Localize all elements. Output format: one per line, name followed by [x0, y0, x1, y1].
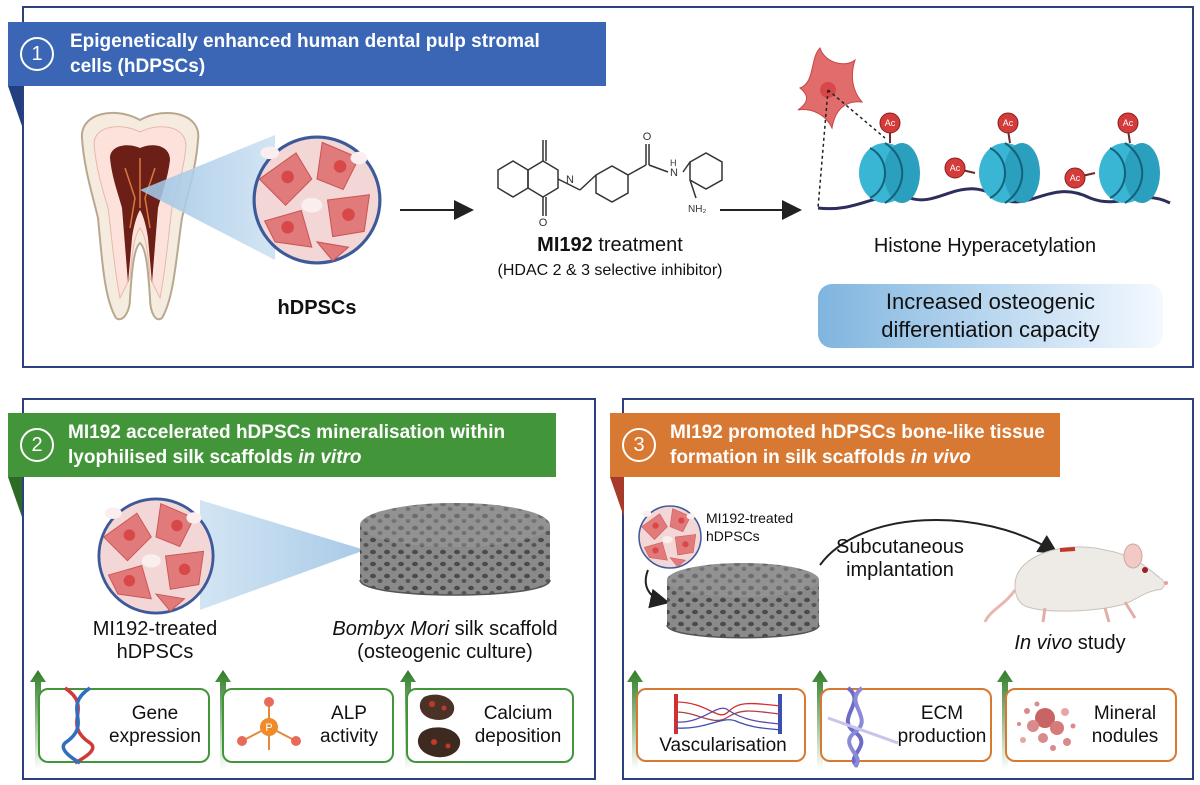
ac-label: Ac — [1003, 118, 1014, 128]
silk-scaffold-icon — [666, 563, 820, 639]
silk-scaffold-icon — [359, 503, 551, 596]
panel-1-banner-tail — [8, 86, 22, 126]
drug-suffix: treatment — [592, 234, 683, 256]
svg-text:H: H — [670, 158, 677, 168]
phosphate-icon: P — [237, 697, 301, 750]
calcium-deposition-box: Calcium deposition — [406, 688, 574, 763]
panel-1-number: 1 — [20, 37, 54, 71]
capacity-callout — [818, 284, 1163, 348]
vascularisation-label: Vascularisation — [659, 735, 787, 756]
arrow-to-drug — [400, 200, 474, 220]
blood-vessel-icon — [674, 694, 782, 734]
svg-text:O: O — [643, 131, 652, 143]
up-arrow-icon — [627, 670, 643, 770]
capacity-line1: Increased osteogenic — [885, 289, 1096, 314]
panel-3-cells-line2: hDPSCs — [706, 528, 760, 544]
panel-2-title-line1: MI192 accelerated hDPSCs mineralisation … — [68, 422, 506, 443]
calcium-deposition-line2: deposition — [474, 726, 562, 747]
amine-label: NH₂ — [688, 204, 706, 215]
gene-expression-line2: expression — [109, 726, 201, 747]
scaffold-type: silk scaffold — [449, 618, 558, 640]
scaffold-label-line1: Bombyx Mori silk scaffold — [300, 617, 590, 641]
svg-text:P: P — [265, 722, 272, 734]
hdpscs-label: hDPSCs — [277, 297, 357, 319]
arrow-to-histone — [720, 200, 802, 220]
treated-cell-circle — [97, 497, 215, 615]
mineral-nodules-box: Mineral nodules — [1005, 688, 1177, 762]
capacity-line2: differentiation capacity — [881, 317, 1100, 342]
zoom-cone — [200, 500, 365, 610]
study-text: study — [1072, 632, 1126, 654]
panel-2-number: 2 — [20, 428, 54, 462]
panel-2-banner: 2 MI192 accelerated hDPSCs mineralisatio… — [8, 413, 556, 477]
alp-activity-line2: activity — [319, 726, 379, 747]
tooth-icon — [80, 111, 200, 321]
svg-text:N: N — [566, 174, 574, 186]
drug-name: MI192 — [537, 234, 593, 256]
panel-1-title-line2: cells (hDPSCs) — [70, 56, 206, 77]
svg-text:N: N — [670, 167, 678, 179]
panel-3-cells-line1: MI192-treated — [706, 510, 794, 526]
svg-text:O: O — [539, 217, 548, 229]
mouse-icon — [983, 543, 1168, 623]
drug-subtitle: (HDAC 2 & 3 selective inhibitor) — [497, 262, 723, 279]
vascularisation-box: Vascularisation — [636, 688, 806, 762]
panel-3-banner-tail — [610, 477, 624, 517]
calcium-deposit-icon — [417, 694, 461, 758]
ac-label: Ac — [950, 163, 961, 173]
panel-2-title-italic: in vitro — [298, 447, 362, 468]
zoom-cone — [140, 135, 275, 260]
scaffold-label-line2: (osteogenic culture) — [357, 641, 533, 663]
drug-label: MI192 treatment — [480, 233, 740, 257]
implantation-arrow — [819, 518, 1059, 566]
ac-label: Ac — [1070, 173, 1081, 183]
panel-3-title-plain: formation in silk scaffolds — [670, 447, 911, 468]
panel-2-title-plain: lyophilised silk scaffolds — [68, 447, 299, 468]
ac-label: Ac — [885, 118, 896, 128]
panel-1-title-line1: Epigenetically enhanced human dental pul… — [70, 31, 540, 52]
panel-3-title-line1: MI192 promoted hDPSCs bone-like tissue — [670, 422, 1045, 443]
in-vivo-italic: In vivo — [1014, 632, 1073, 654]
calcium-deposition-line1: Calcium — [483, 703, 553, 724]
implantation-line1: Subcutaneous — [836, 536, 964, 558]
panel-2-banner-tail — [8, 477, 22, 517]
histone-hyperacetylation-diagram: Ac Ac Ac Ac Ac — [797, 47, 1171, 211]
panel-3-banner: 3 MI192 promoted hDPSCs bone-like tissue… — [610, 413, 1060, 477]
ecm-production-line1: ECM — [920, 703, 964, 724]
panel-3-title-line2: formation in silk scaffolds in vivo — [670, 446, 971, 470]
hdpsc-cell-circle — [252, 135, 382, 265]
in-vivo-study-label: In vivo study — [990, 631, 1150, 655]
scaffold-species: Bombyx Mori — [332, 618, 450, 640]
panel-3-title-italic: in vivo — [910, 447, 971, 468]
panel-2-title-line2: lyophilised silk scaffolds in vitro — [68, 446, 362, 470]
ecm-production-line2: production — [897, 726, 987, 747]
alp-activity-box: P ALP activity — [222, 688, 394, 763]
mineral-nodules-line1: Mineral — [1093, 703, 1157, 724]
histone-label: Histone Hyperacetylation — [873, 235, 1097, 257]
ecm-production-box: ECM production — [820, 686, 992, 768]
dna-icon — [61, 686, 95, 765]
panel-1-banner: 1 Epigenetically enhanced human dental p… — [8, 22, 606, 86]
ac-label: Ac — [1123, 118, 1134, 128]
panel-3-number: 3 — [622, 428, 656, 462]
panel-2-cells-line1: MI192-treated — [92, 618, 218, 640]
mi192-chemical-structure: O O N N H NH₂ — [497, 131, 723, 229]
curved-arrow-to-scaffold — [644, 569, 670, 609]
collagen-icon — [827, 686, 899, 768]
implantation-line2: implantation — [846, 559, 954, 581]
panel-2-cells-line2: hDPSCs — [116, 641, 194, 663]
mineral-nodules-icon — [1017, 701, 1076, 751]
gene-expression-line1: Gene — [131, 703, 179, 724]
mineral-nodules-line2: nodules — [1091, 726, 1159, 747]
gene-expression-box: Gene expression — [38, 686, 210, 765]
alp-activity-line1: ALP — [331, 703, 367, 724]
